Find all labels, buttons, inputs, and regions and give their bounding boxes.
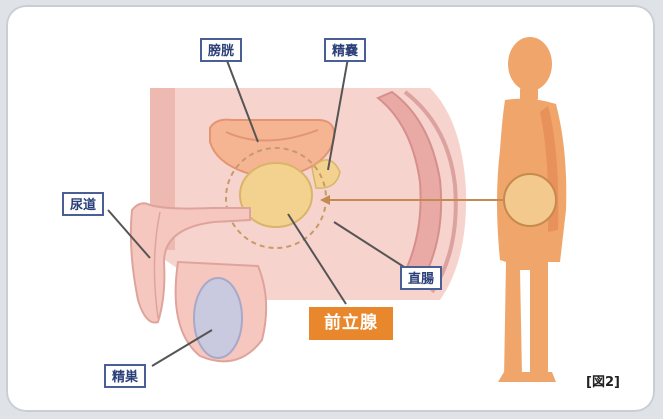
seminal-vesicle-label: 精嚢	[324, 38, 366, 62]
testis-label: 精巣	[104, 364, 146, 388]
bladder-label: 膀胱	[200, 38, 242, 62]
urethra-label: 尿道	[62, 192, 104, 216]
prostate-label: 前立腺	[309, 307, 393, 340]
figure-number: [図2]	[586, 371, 620, 390]
rectum-label: 直腸	[400, 266, 442, 290]
pelvis-highlight-circle	[504, 174, 556, 226]
testis-shape	[194, 278, 242, 358]
